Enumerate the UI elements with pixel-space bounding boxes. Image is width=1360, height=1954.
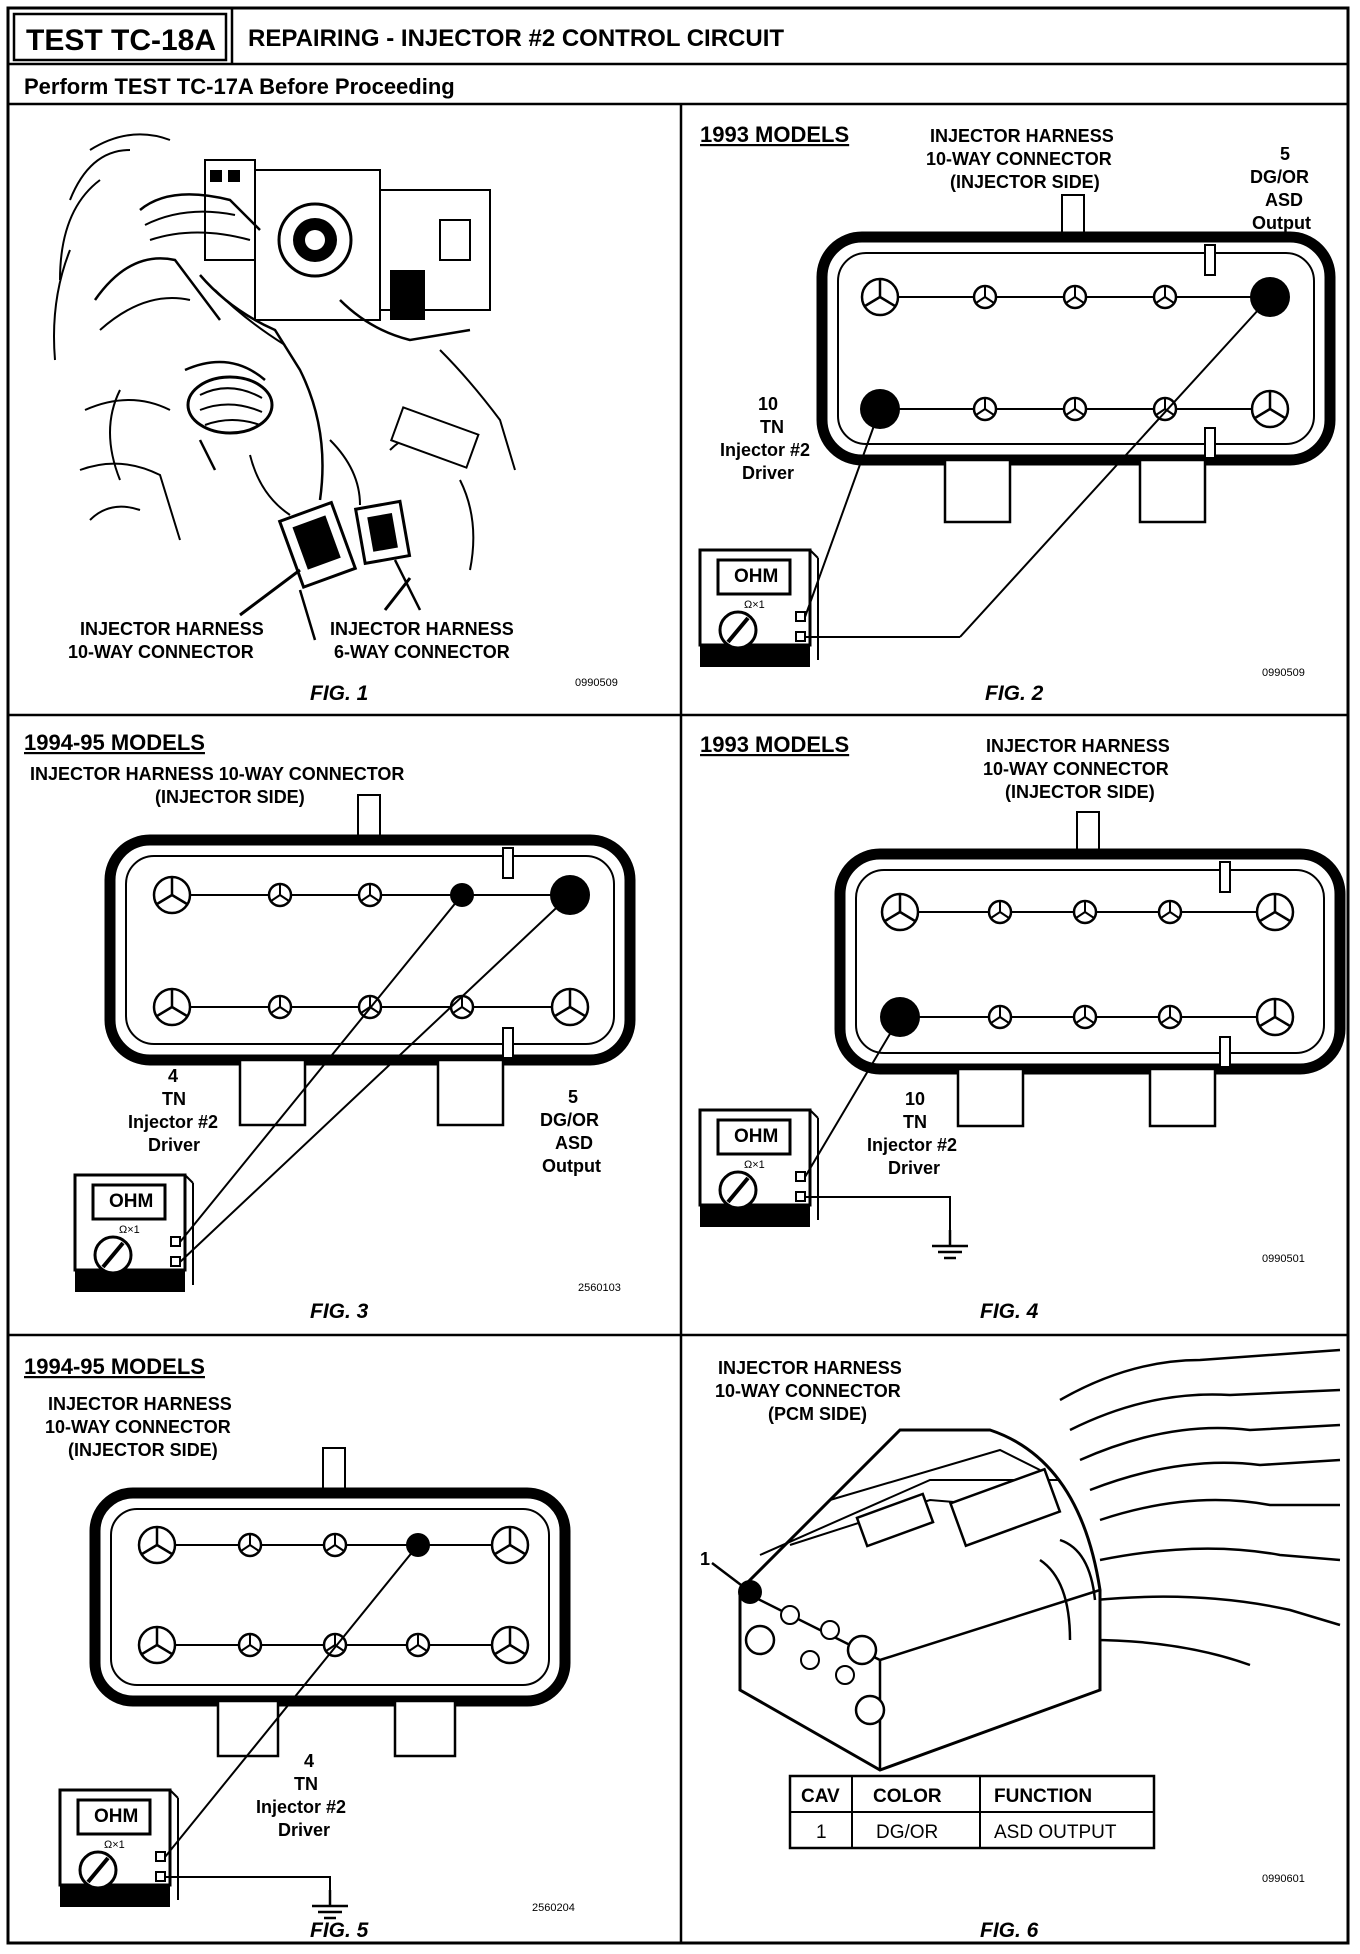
fig4-ohmmeter: OHM [698,1108,820,1229]
fig2-pin5-color: DG/OR [1250,167,1309,187]
page-title: REPAIRING - INJECTOR #2 CONTROL CIRCUIT [248,25,784,52]
fig3-pin5-func2: Output [542,1156,601,1176]
fig4-pin10-func2: Driver [888,1158,940,1178]
fig4-model: 1993 MODELS [700,732,849,757]
fig3-pin4-func1: Injector #2 [128,1112,218,1132]
fig4-meter-label: OHM [734,1126,778,1147]
fig2-conn-3: (INJECTOR SIDE) [950,172,1100,192]
fig5-pin4-func2: Driver [278,1820,330,1840]
fig3-conn-2: (INJECTOR SIDE) [155,787,305,807]
fig1-label-10way-2: 10-WAY CONNECTOR [68,642,254,662]
fig4-pin10-color: TN [903,1112,927,1132]
fig3-pin4-num: 4 [168,1066,178,1086]
fig6-caption: FIG. 6 [980,1919,1039,1942]
fig1-label-10way-1: INJECTOR HARNESS [80,619,264,639]
fig6-connector-illustration [711,1348,1341,1772]
fig3-ohmmeter: OHM [73,1173,195,1294]
fig2-conn-1: INJECTOR HARNESS [930,126,1114,146]
fig3-probe-wire-2 [179,894,571,1263]
fig4-probe-wire-2 [805,1196,951,1230]
fig2-probe-wire-1 [804,408,881,618]
fig3-meter-label: OHM [109,1191,153,1212]
fig5-meter-label: OHM [94,1806,138,1827]
fig2-caption: FIG. 2 [985,682,1044,705]
fig1-label-6way-2: 6-WAY CONNECTOR [334,642,510,662]
test-id: TEST TC-18A [26,24,216,57]
fig1-engine-illustration [53,133,516,641]
fig5-conn-3: (INJECTOR SIDE) [68,1440,218,1460]
fig5-conn-1: INJECTOR HARNESS [48,1394,232,1414]
fig2-pin5-func2: Output [1252,213,1311,233]
fig3-code: 2560103 [578,1282,621,1294]
fig4-conn-1: INJECTOR HARNESS [986,736,1170,756]
fig3-pin4-color: TN [162,1089,186,1109]
fig2-pin10-func1: Injector #2 [720,440,810,460]
fig4-connector [834,811,1346,1128]
fig3-pin5-color: DG/OR [540,1110,599,1130]
fig1-caption: FIG. 1 [310,682,368,705]
fig4-pin10-func1: Injector #2 [867,1135,957,1155]
fig6-conn-1: INJECTOR HARNESS [718,1358,902,1378]
fig1-label-6way-1: INJECTOR HARNESS [330,619,514,639]
fig2-probe-wire-2b [959,296,1271,638]
fig2-model: 1993 MODELS [700,122,849,147]
fig3-pin5-num: 5 [568,1087,578,1107]
fig4-caption: FIG. 4 [980,1300,1039,1323]
fig6-table-header-color: COLOR [873,1786,942,1807]
fig5-connector [89,1447,571,1758]
fig2-pin10-num: 10 [758,394,778,414]
fig6-table-header-function: FUNCTION [994,1786,1092,1807]
fig2-pin10-color: TN [760,417,784,437]
fig4-conn-3: (INJECTOR SIDE) [1005,782,1155,802]
fig5-model: 1994-95 MODELS [24,1354,205,1379]
fig4-pin10-num: 10 [905,1089,925,1109]
fig2-pin5-func1: ASD [1265,190,1303,210]
fig6-table-header-cav: CAV [801,1786,840,1807]
page-subtitle: Perform TEST TC-17A Before Proceeding [24,74,455,99]
fig6-table-cell-function: ASD OUTPUT [994,1822,1117,1843]
fig5-pin4-func1: Injector #2 [256,1797,346,1817]
fig4-probe-wire-1 [804,1016,901,1178]
fig6-code: 0990601 [1262,1873,1305,1885]
fig5-pin4-color: TN [294,1774,318,1794]
fig4-conn-2: 10-WAY CONNECTOR [983,759,1169,779]
fig4-code: 0990501 [1262,1253,1305,1265]
fig2-meter-label: OHM [734,566,778,587]
fig3-conn-1: INJECTOR HARNESS 10-WAY CONNECTOR [30,764,404,784]
fig3-model: 1994-95 MODELS [24,730,205,755]
fig3-pin5-func1: ASD [555,1133,593,1153]
fig6-cavity-table: CAV COLOR FUNCTION 1 DG/OR ASD OUTPUT [788,1774,1156,1850]
fig2-code: 0990509 [1262,667,1305,679]
fig5-code: 2560204 [532,1902,575,1914]
fig1-code: 0990509 [575,677,618,689]
fig6-conn-3: (PCM SIDE) [768,1404,867,1424]
fig6-table-cell-color: DG/OR [876,1822,938,1843]
fig5-conn-2: 10-WAY CONNECTOR [45,1417,231,1437]
fig5-pin4-num: 4 [304,1751,314,1771]
fig2-ohmmeter: OHM [698,548,820,669]
fig6-cavity-callout: 1 [700,1549,710,1569]
fig5-probe-wire-1 [164,1544,419,1858]
fig3-pin4-func2: Driver [148,1135,200,1155]
fig5-probe-wire-2 [165,1876,331,1890]
fig3-caption: FIG. 3 [310,1300,369,1323]
fig3-probe-wire-1 [179,894,463,1243]
fig6-conn-2: 10-WAY CONNECTOR [715,1381,901,1401]
fig6-table-cell-cav: 1 [816,1822,827,1843]
fig5-caption: FIG. 5 [310,1919,369,1942]
fig5-ohmmeter: OHM [58,1788,180,1909]
fig2-conn-2: 10-WAY CONNECTOR [926,149,1112,169]
fig2-pin5-num: 5 [1280,144,1290,164]
fig2-pin10-func2: Driver [742,463,794,483]
